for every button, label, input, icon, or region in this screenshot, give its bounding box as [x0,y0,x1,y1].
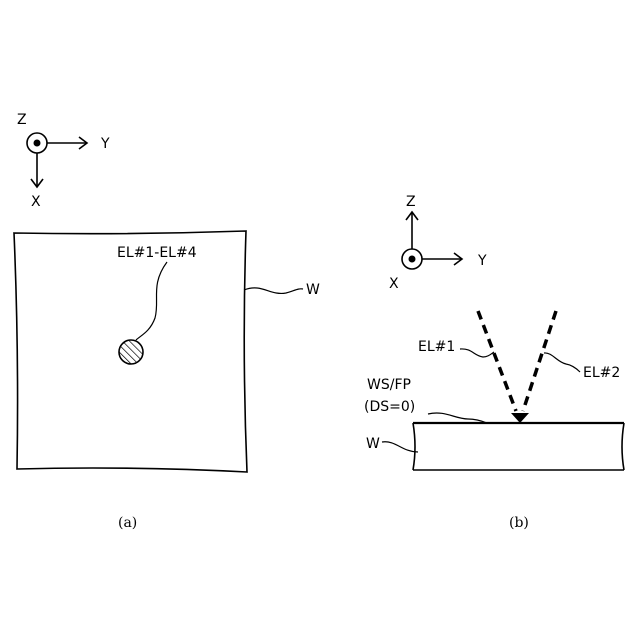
y-axis-label-b: Y [477,253,487,269]
panel-a: Z Y X EL#1-EL#4 W (a) [14,112,320,531]
z-axis-label-b: Z [406,194,416,210]
beam-focus-point [511,413,529,423]
spot-leader-line [136,262,167,340]
z-axis-label: Z [17,112,27,128]
y-axis-label: Y [100,136,110,152]
surface-label-line1: WS/FP [367,377,411,393]
wafer-section-left-edge [413,423,415,470]
x-axis-label: X [31,194,41,210]
wafer-leader-b [382,442,418,452]
caption-a: (a) [118,515,137,531]
irradiation-spot [119,340,143,364]
wafer-label-a: W [306,282,320,298]
beam-el1 [478,311,516,411]
x-axis-label-b: X [389,276,399,292]
spot-label: EL#1-EL#4 [117,245,197,261]
axes-indicator-b: Z Y X [389,194,487,292]
x-axis-dot [409,256,416,263]
beam-el1-label: EL#1 [418,339,455,355]
beam-el2-label: EL#2 [583,365,620,381]
beam-el2 [523,311,556,411]
wafer-label-b: W [366,436,380,452]
axes-indicator-a: Z Y X [17,112,110,210]
wafer-leader-line [244,288,303,294]
wafer-section-right-edge [622,423,624,470]
z-axis-dot [34,140,41,147]
surface-leader [428,413,487,423]
caption-b: (b) [509,515,529,531]
panel-b: Z Y X EL#1 EL#2 WS/FP (DS=0) W (b) [364,194,624,531]
beam-el1-leader [460,349,494,357]
surface-label-line2: (DS=0) [364,399,415,415]
beam-el2-leader [544,353,580,372]
